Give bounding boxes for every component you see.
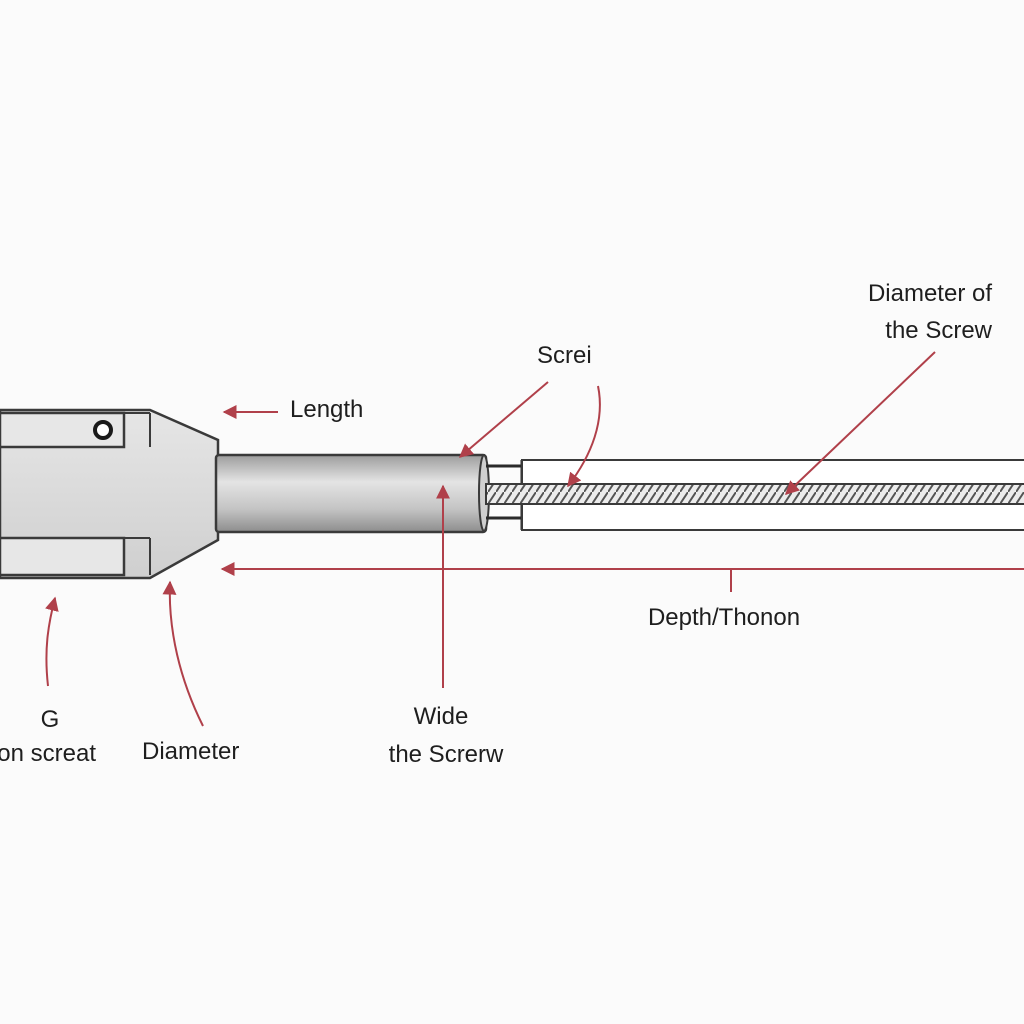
screw-top-arrow (458, 381, 549, 458)
label-screw-top: Screi (537, 342, 592, 369)
head-upper-slot (0, 411, 126, 449)
label-wide-line1: Wide (413, 703, 469, 730)
screw-head (0, 408, 220, 580)
label-wide-line2: the Screrw (388, 741, 504, 768)
label-depth: Depth/Thonon (647, 604, 801, 631)
label-diameter-of-screw-line1: Diameter of (867, 280, 992, 307)
screw-shaft (214, 453, 490, 534)
label-length: Length (290, 396, 364, 423)
label-g-line1: G (40, 706, 60, 733)
diameter-of-screw-arrow (784, 351, 936, 495)
head-lower-slot (0, 536, 126, 577)
annotation-arrows (45, 351, 1024, 727)
head-body (0, 408, 220, 580)
label-diameter-of-screw-line2: the Screw (885, 317, 992, 344)
label-g-line2: on screat (0, 740, 96, 767)
diameter-arrow (162, 580, 204, 727)
g-arrow (45, 596, 59, 687)
screw-curve-arrow (567, 385, 601, 488)
head-hole-icon (93, 420, 113, 440)
threaded-rod (485, 459, 1024, 531)
label-diameter: Diameter (142, 738, 240, 765)
